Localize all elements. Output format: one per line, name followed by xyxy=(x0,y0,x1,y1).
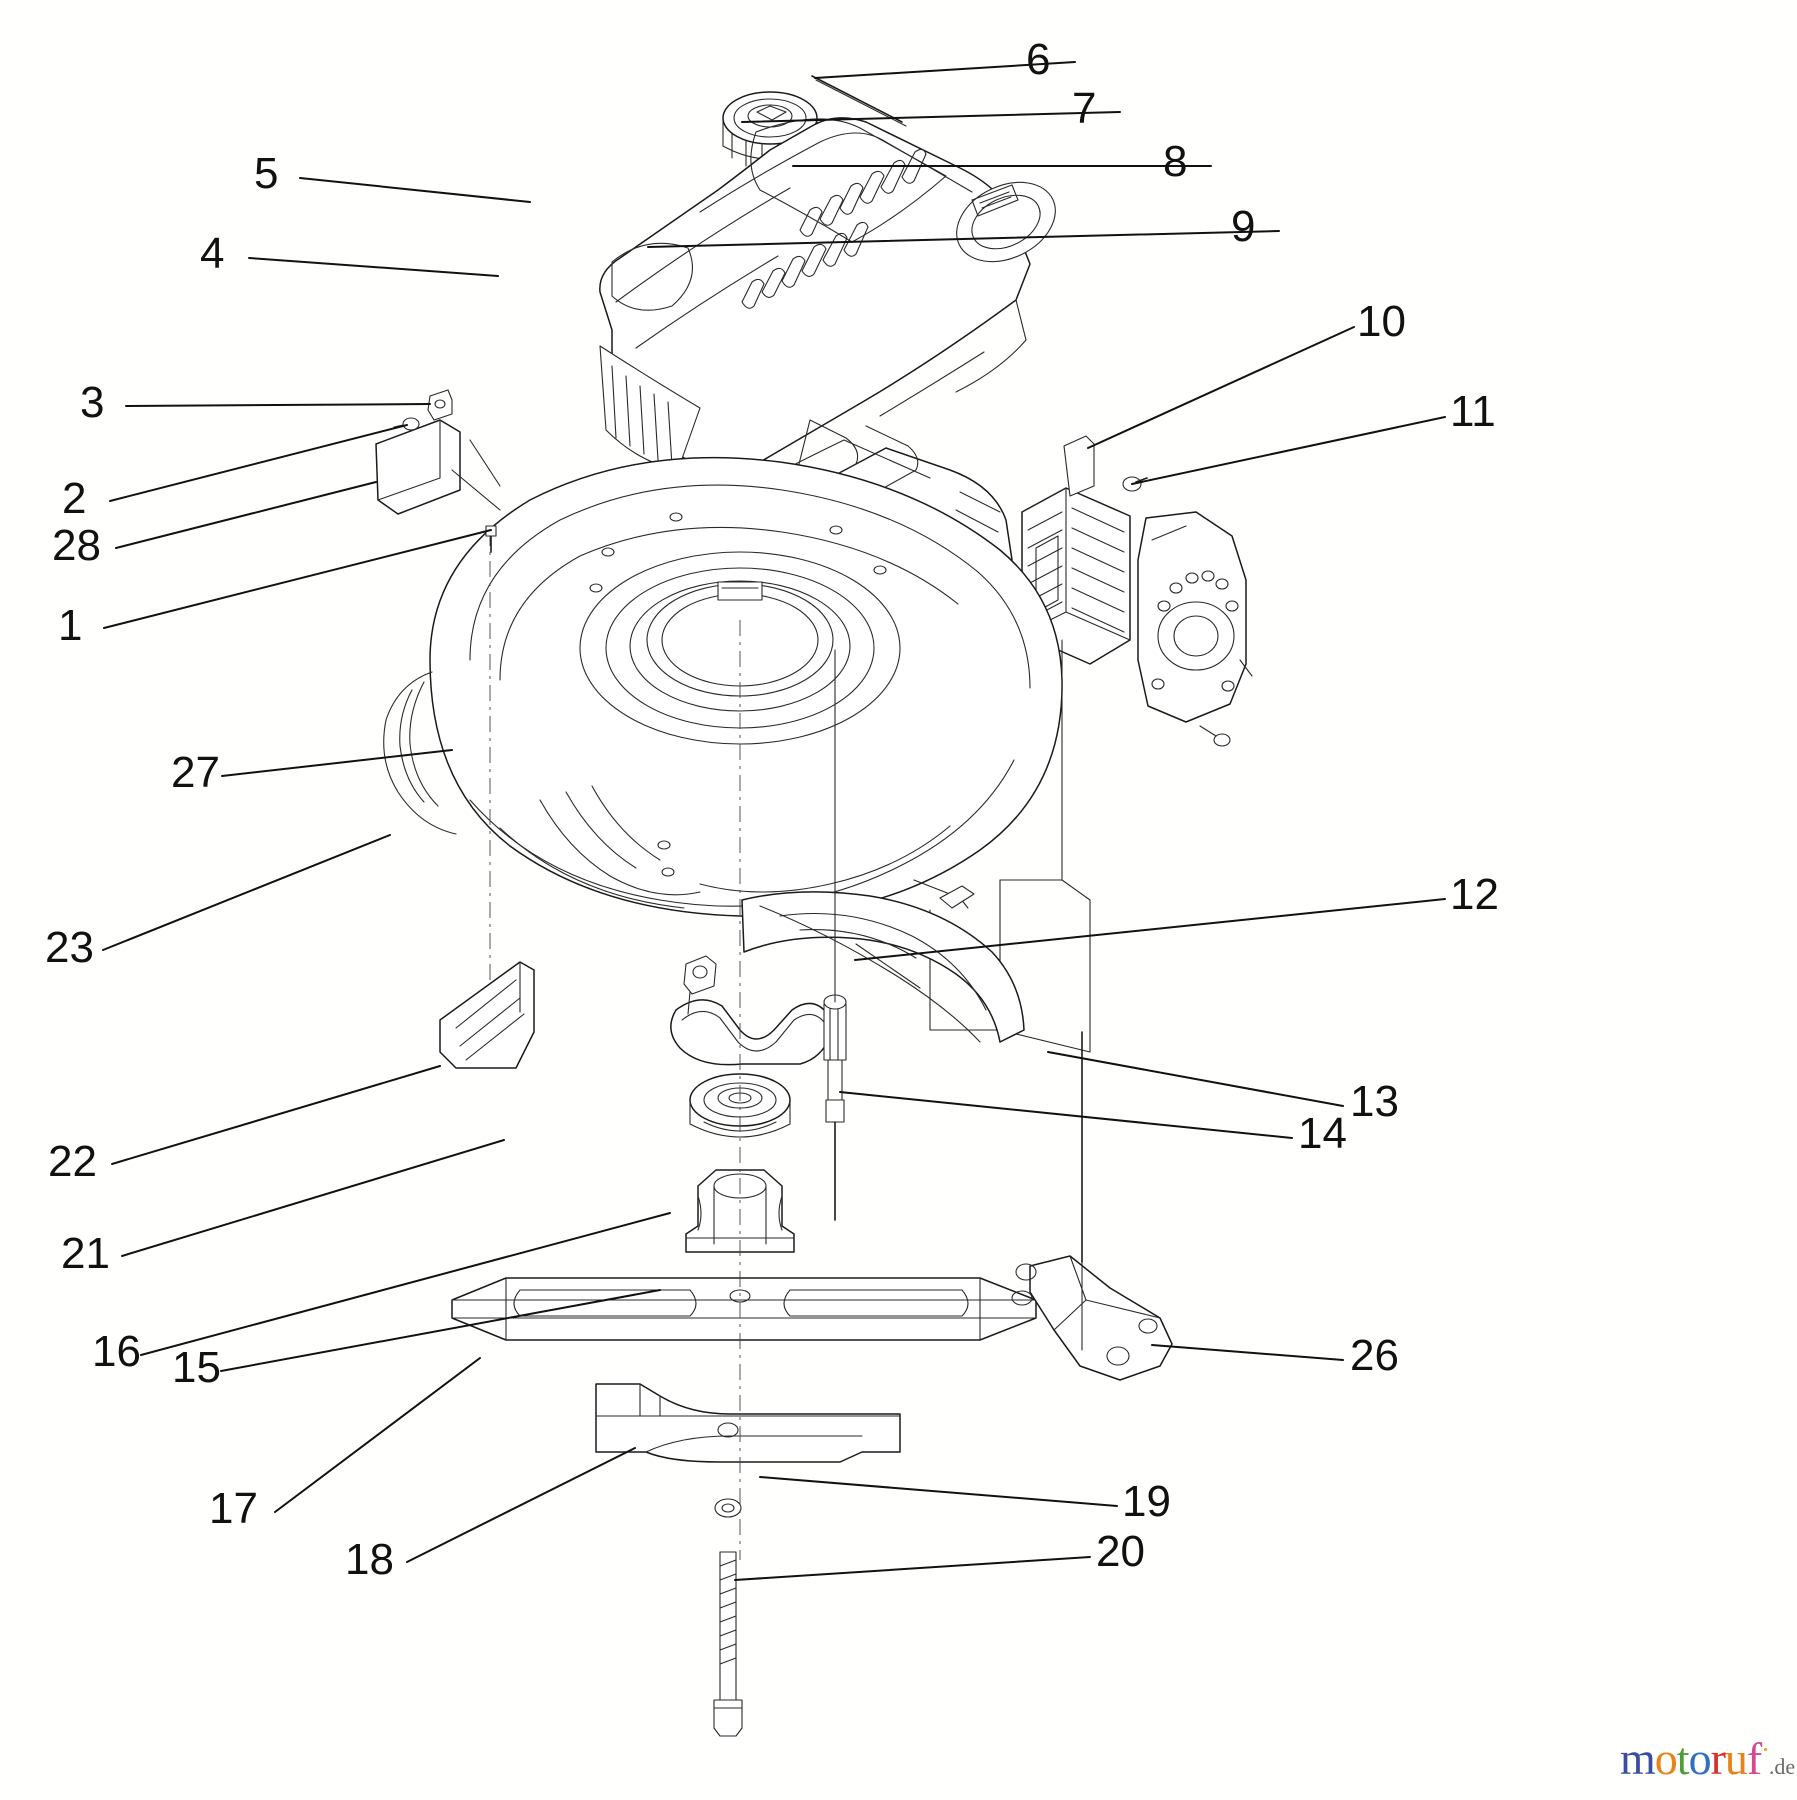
cylinder-fins xyxy=(599,345,701,471)
callout-9: 9 xyxy=(1231,202,1256,251)
watermark-letter-r-4: r xyxy=(1710,1733,1726,1784)
blade-brake-bracket xyxy=(670,955,831,1066)
callout-3: 3 xyxy=(80,378,105,427)
fuel-cap-part xyxy=(722,91,818,171)
callout-17: 17 xyxy=(209,1484,258,1533)
callout-11: 11 xyxy=(1450,387,1496,436)
blade-washer xyxy=(714,1498,742,1518)
watermark-letter-m-0: m xyxy=(1620,1733,1656,1784)
watermark-letter-t-2: t xyxy=(1676,1733,1690,1784)
belt-cover-shield xyxy=(439,961,535,1069)
callout-20: 20 xyxy=(1096,1527,1145,1576)
callout-12: 12 xyxy=(1450,870,1499,919)
callout-28: 28 xyxy=(52,521,101,570)
center-lines xyxy=(489,530,741,1560)
callout-18: 18 xyxy=(345,1535,394,1584)
pin-part-1 xyxy=(485,525,497,553)
callout-8: 8 xyxy=(1163,137,1188,186)
callout-10: 10 xyxy=(1357,297,1406,346)
callout-13: 13 xyxy=(1350,1077,1399,1126)
watermark-letter-u-5: u xyxy=(1724,1733,1748,1784)
callout-26: 26 xyxy=(1350,1331,1399,1380)
leader-lines xyxy=(102,61,1446,1581)
callout-16: 16 xyxy=(92,1327,141,1376)
callout-22: 22 xyxy=(48,1137,97,1186)
plate-screw xyxy=(1199,725,1231,747)
drive-link-26 xyxy=(1015,1031,1173,1381)
motoruf-watermark: motoruf·.de xyxy=(1620,1732,1795,1785)
callout-19: 19 xyxy=(1122,1477,1171,1526)
callout-21: 21 xyxy=(61,1229,110,1278)
callout-23: 23 xyxy=(45,923,94,972)
blade-stiffener xyxy=(595,1383,901,1463)
callout-14: 14 xyxy=(1298,1109,1347,1158)
cutting-blade xyxy=(451,1277,1037,1341)
engine-adapter-plate xyxy=(1137,511,1253,747)
watermark-suffix: .de xyxy=(1768,1754,1796,1779)
watermark-letter-o-1: o xyxy=(1654,1733,1678,1784)
bracket-lug xyxy=(683,955,717,1015)
callout-2: 2 xyxy=(62,474,87,523)
callout-1: 1 xyxy=(58,601,83,650)
brake-spring-rod xyxy=(823,649,847,1221)
callout-6: 6 xyxy=(1026,35,1051,84)
recoil-starter xyxy=(956,181,1056,263)
callout-15: 15 xyxy=(172,1343,221,1392)
small-bracket-assembly xyxy=(375,389,501,553)
watermark-letter-f-6: f xyxy=(1746,1733,1762,1784)
callout-27: 27 xyxy=(171,748,220,797)
rear-deflector xyxy=(741,879,1025,1043)
mower-deck xyxy=(383,456,1091,1053)
watermark-dot-icon: · xyxy=(1761,1734,1770,1764)
engine-shroud xyxy=(599,117,1056,471)
watermark-letter-o-3: o xyxy=(1688,1733,1712,1784)
callout-5: 5 xyxy=(254,149,279,198)
blade-bolt xyxy=(713,1551,743,1737)
screw-part-2 xyxy=(393,417,420,431)
callout-4: 4 xyxy=(200,229,225,278)
callout-7: 7 xyxy=(1072,84,1097,133)
